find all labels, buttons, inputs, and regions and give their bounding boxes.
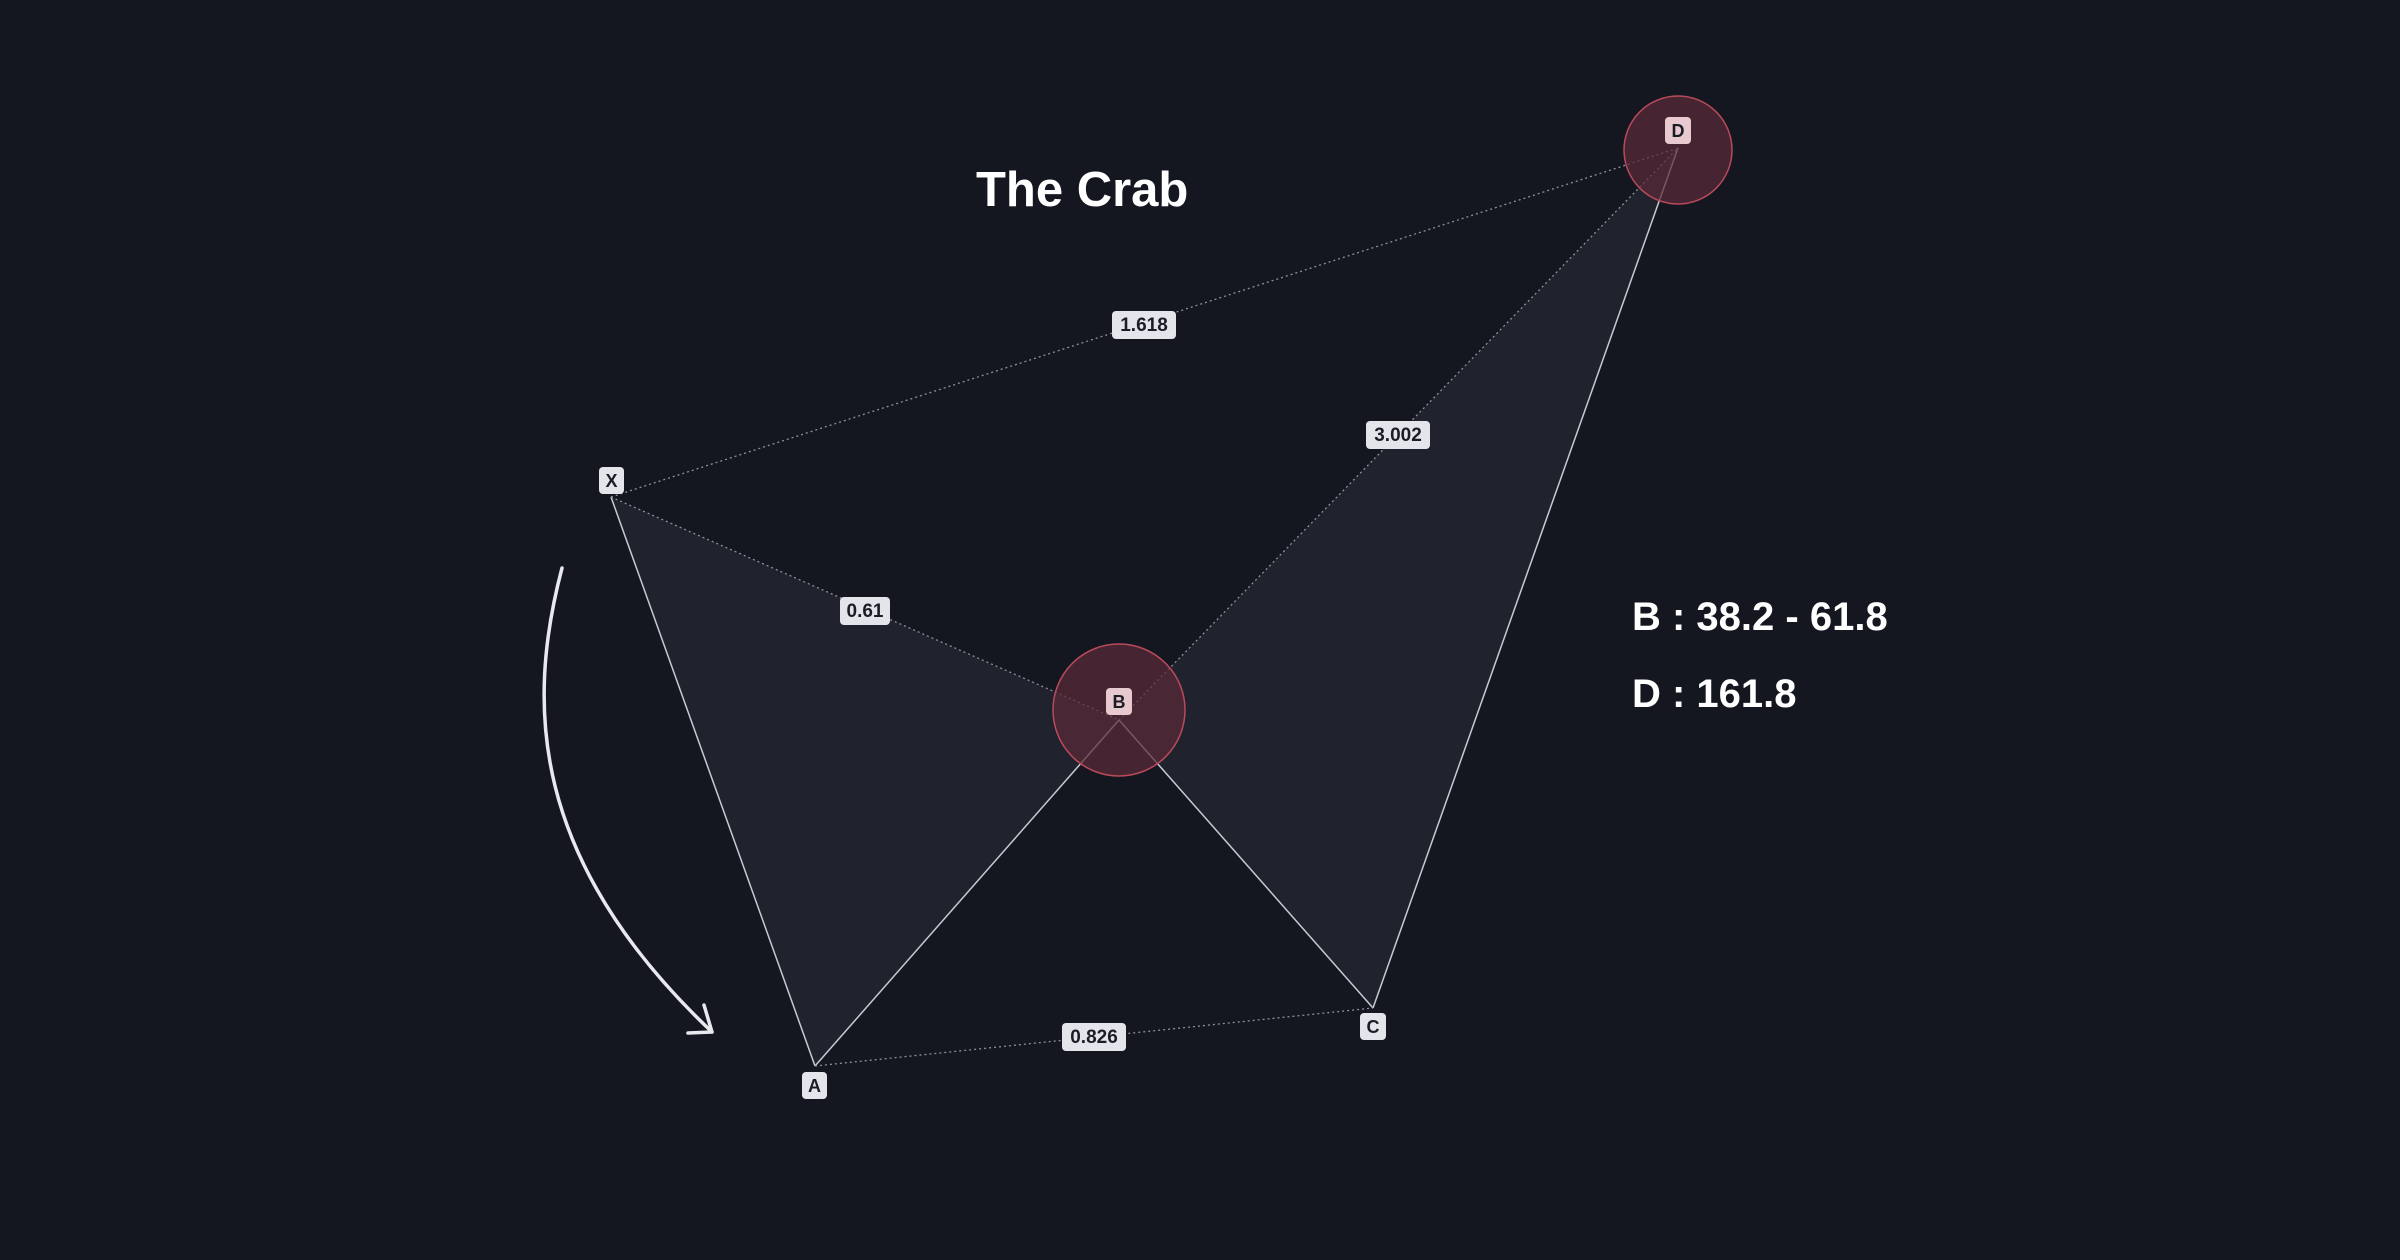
ratio-line-bd: [1118, 147, 1679, 721]
info-d-target: D : 161.8: [1632, 672, 1797, 716]
leg-cd: [1372, 147, 1679, 1009]
leg-ab: [814, 719, 1120, 1067]
info-b-range: B : 38.2 - 61.8: [1632, 595, 1888, 639]
ratio-label-text: 3.002: [1374, 425, 1422, 446]
zone-d-circle: [1623, 95, 1733, 205]
point-label: X: [605, 471, 617, 491]
triangle-bcd: [1119, 148, 1678, 1008]
curved-arrow-icon: [542, 566, 714, 1035]
point-label: C: [1367, 1017, 1380, 1037]
point-label: D: [1672, 121, 1685, 141]
leg-bc: [1118, 719, 1374, 1009]
ratio-label-text: 0.826: [1070, 1027, 1118, 1048]
point-label: B: [1113, 692, 1126, 712]
ratio-label-text: 1.618: [1120, 315, 1168, 336]
ratio-label-ac: 0.826: [1062, 1023, 1126, 1051]
point-x: X: [599, 467, 624, 494]
ratio-label-bd: 3.002: [1366, 421, 1430, 449]
point-label: A: [808, 1076, 821, 1096]
point-a: A: [802, 1072, 827, 1099]
triangle-xab: [611, 497, 1119, 1066]
point-c: C: [1360, 1013, 1386, 1040]
point-b: B: [1106, 688, 1132, 715]
diagram-title: The Crab: [976, 163, 1188, 217]
point-d: D: [1665, 117, 1691, 144]
ratio-label-xd: 1.618: [1112, 311, 1176, 339]
ratio-label-text: 0.61: [847, 601, 884, 622]
ratio-label-xb: 0.61: [840, 597, 890, 625]
leg-xa: [610, 496, 816, 1067]
